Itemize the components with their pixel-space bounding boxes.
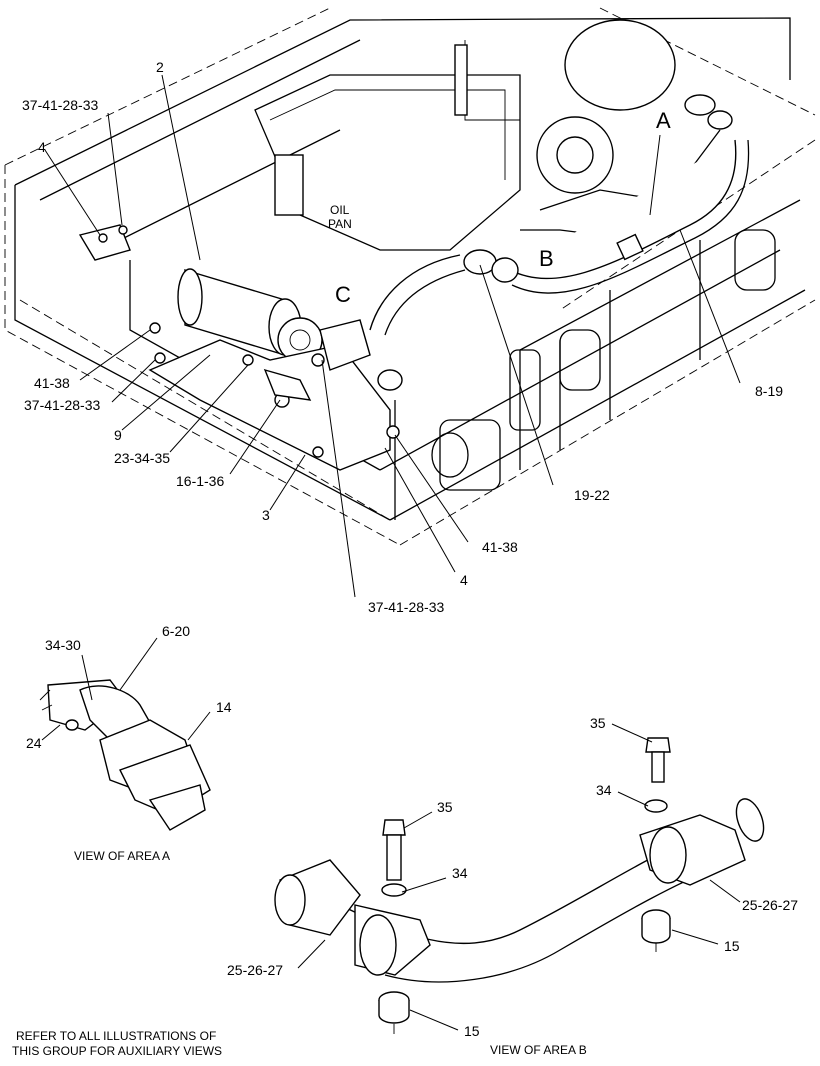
view-of-area-b-caption: VIEW OF AREA B <box>490 1043 587 1057</box>
callout-37-41-28-33-top: 37-41-28-33 <box>22 97 98 113</box>
callout-15-right: 15 <box>724 938 740 954</box>
callout-4-bottom: 4 <box>460 572 468 588</box>
callout-34-left: 34 <box>452 865 468 881</box>
view-of-area-b: 35 34 35 34 25-26-27 25-26-27 15 15 VIEW… <box>227 715 798 1057</box>
callout-9: 9 <box>114 427 122 443</box>
main-assembly-view: A B C OIL PAN 37-41-28-33 4 2 41-38 37-4… <box>4 7 816 615</box>
callout-25-26-27-right: 25-26-27 <box>742 897 798 913</box>
area-c-marker: C <box>335 282 351 307</box>
callout-24: 24 <box>26 735 42 751</box>
note-line-1: REFER TO ALL ILLUSTRATIONS OF <box>16 1029 216 1043</box>
callout-6-20: 6-20 <box>162 623 190 639</box>
view-of-area-a: 34-30 6-20 24 14 VIEW OF AREA A <box>26 623 232 863</box>
callout-41-38-left: 41-38 <box>34 375 70 391</box>
callout-35-right: 35 <box>590 715 606 731</box>
callout-37-41-28-33-left: 37-41-28-33 <box>24 397 100 413</box>
callout-14: 14 <box>216 699 232 715</box>
callout-34-30: 34-30 <box>45 637 81 653</box>
callout-19-22: 19-22 <box>574 487 610 503</box>
auxiliary-views-note: REFER TO ALL ILLUSTRATIONS OF THIS GROUP… <box>12 1029 222 1058</box>
oil-pan-label-line1: OIL <box>330 203 350 217</box>
callout-4-top: 4 <box>38 139 46 155</box>
callout-25-26-27-left: 25-26-27 <box>227 962 283 978</box>
callout-35-left: 35 <box>437 799 453 815</box>
callout-3: 3 <box>262 507 270 523</box>
callout-34-right: 34 <box>596 782 612 798</box>
callout-23-34-35: 23-34-35 <box>114 450 170 466</box>
callout-41-38-right: 41-38 <box>482 539 518 555</box>
callout-16-1-36: 16-1-36 <box>176 473 224 489</box>
callout-2: 2 <box>156 59 164 75</box>
area-a-marker: A <box>656 108 671 133</box>
note-line-2: THIS GROUP FOR AUXILIARY VIEWS <box>12 1044 222 1058</box>
oil-pan-label-line2: PAN <box>328 217 352 231</box>
callout-37-41-28-33-bottom: 37-41-28-33 <box>368 599 444 615</box>
callout-15-bottom: 15 <box>464 1023 480 1039</box>
area-b-marker: B <box>539 246 554 271</box>
view-of-area-a-caption: VIEW OF AREA A <box>74 849 170 863</box>
callout-8-19: 8-19 <box>755 383 783 399</box>
